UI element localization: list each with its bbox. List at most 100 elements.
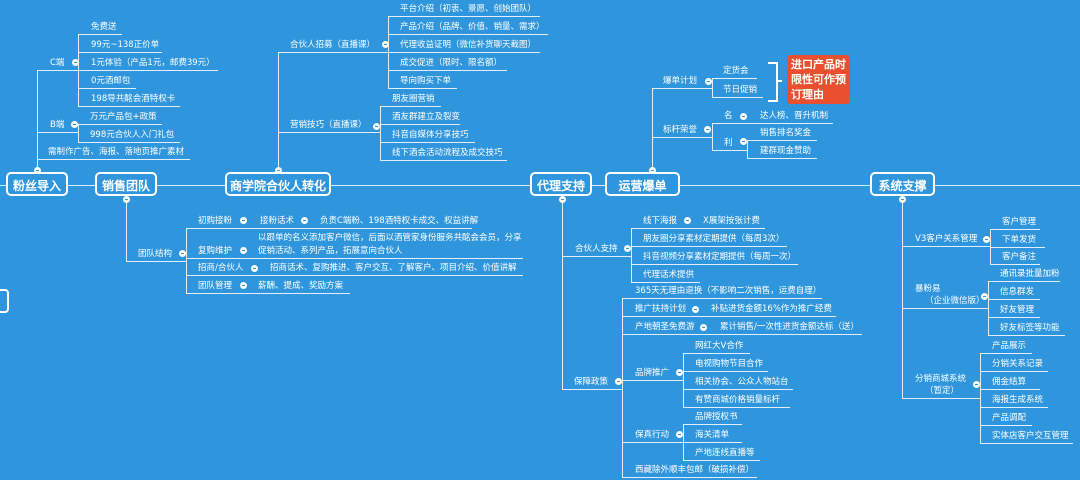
academy-marketing-items-0[interactable]: 朋友圈营销 [392,94,435,104]
collapse-toggle-icon[interactable] [250,264,258,272]
academy-marketing-items-2[interactable]: 抖音自媒体分享技巧 [392,130,469,140]
sales-team-repurchase-detail-line2[interactable]: 促销活动、系列产品，拓展意向合伙人 [258,246,403,256]
system-crm-label[interactable]: V3客户关系管理 [915,234,978,244]
collapse-toggle-icon[interactable] [614,377,622,385]
collapse-toggle-icon[interactable] [691,305,699,313]
academy-recruit-items-2[interactable]: 代理收益证明（微信补货聊天截图） [400,40,537,50]
sales-team-first-buy-label[interactable]: 初购接粉 [198,216,233,226]
collapse-toggle-icon[interactable] [372,122,380,130]
fan-import-c-end-items-3[interactable]: 0元酒邮包 [91,76,131,86]
collapse-toggle-icon[interactable] [972,380,980,388]
operations-honor-fame[interactable]: 名 [724,111,733,121]
node-agent-support[interactable]: 代理支持 [530,172,592,196]
academy-recruit-items-1[interactable]: 产品介绍（品牌、价值、销量、需求） [400,22,545,32]
operations-burst-items-1[interactable]: 节日促销 [723,85,758,95]
sales-team-management-label[interactable]: 团队管理 [198,281,233,291]
node-operations[interactable]: 运营爆单 [605,172,680,196]
agent-support-partner-support-items-2[interactable]: 代理话术提供 [643,270,695,280]
fan-import-c-end-items-0[interactable]: 免费送 [91,22,117,32]
collapse-toggle-icon[interactable] [300,216,308,224]
agent-support-guarantee-brand-items-0[interactable]: 网红大V合作 [695,341,744,351]
fan-import-c-end-items-1[interactable]: 99元~138正价单 [91,40,160,50]
system-mall-items-3[interactable]: 海报生成系统 [992,395,1044,405]
academy-marketing-label[interactable]: 营销技巧（直播课） [290,120,367,130]
system-mall-label[interactable]: 分销商城系统 [915,374,967,384]
collapse-toggle-icon[interactable] [898,195,906,203]
fan-import-b-end-label[interactable]: B端 [50,120,65,130]
fan-import-c-end-label[interactable]: C端 [50,58,65,68]
sales-team-structure-label[interactable]: 团队结构 [138,249,173,259]
sales-team-recruit-detail[interactable]: 招商话术、复购推进、客户交互、了解客户、项目介绍、价值讲解 [270,263,517,273]
collapse-toggle-icon[interactable] [274,166,282,174]
operations-honor-label[interactable]: 标杆荣誉 [663,125,698,135]
fan-import-c-end-items-2[interactable]: 1元体验（产品1元，邮费39元） [91,58,215,68]
agent-support-guarantee-authentic-items-0[interactable]: 品牌授权书 [695,412,738,422]
system-crm-items-1[interactable]: 下单发货 [1002,235,1037,245]
collapse-toggle-icon[interactable] [675,430,683,438]
node-system[interactable]: 系统支撑 [870,172,935,196]
agent-support-guarantee-pilgrimage-detail[interactable]: 累计销售/一次性进货金额达标（送） [720,322,859,332]
collapse-toggle-icon[interactable] [239,216,247,224]
node-sales-team[interactable]: 销售团队 [95,172,157,196]
agent-support-guarantee-promo-label[interactable]: 推广扶持计划 [635,304,687,314]
academy-recruit-items-3[interactable]: 成交促进（限时、限名额） [400,58,503,68]
agent-support-guarantee-brand-label[interactable]: 品牌推广 [635,368,670,378]
agent-support-partner-support-label[interactable]: 合伙人支持 [575,244,618,254]
agent-support-guarantee-shipping[interactable]: 西藏除外顺丰包邮（破损补偿） [635,465,755,475]
system-baofen-sublabel[interactable]: （企业微信版） [925,296,985,306]
operations-honor-fame-detail[interactable]: 达人榜、晋升机制 [760,111,829,121]
operations-honor-profit-items-0[interactable]: 销售排名奖金 [760,128,812,138]
fan-import-b-end-items-1[interactable]: 998元合伙人入门礼包 [90,130,175,140]
collapse-toggle-icon[interactable] [739,112,747,120]
agent-support-guarantee-authentic-label[interactable]: 保真行动 [635,430,670,440]
collapse-toggle-icon[interactable] [704,77,712,85]
operations-honor-profit-items-1[interactable]: 建群现金赞助 [760,146,812,156]
sales-team-first-buy-sub[interactable]: 接粉话术 [260,216,295,226]
agent-support-partner-support-poster[interactable]: 线下海报 [643,216,678,226]
agent-support-guarantee-label[interactable]: 保障政策 [574,377,609,387]
sales-team-management-detail[interactable]: 薪酬、提成、奖励方案 [258,281,344,291]
system-baofen-label[interactable]: 暴粉易 [915,284,941,294]
collapse-toggle-icon[interactable] [703,125,711,133]
collapse-toggle-icon[interactable] [122,195,130,203]
academy-recruit-label[interactable]: 合伙人招募（直播课） [290,40,376,50]
system-mall-items-1[interactable]: 分销关系记录 [992,359,1044,369]
sales-team-recruit-label[interactable]: 招商/合伙人 [198,263,244,273]
collapse-toggle-icon[interactable] [739,137,747,145]
agent-support-partner-support-items-1[interactable]: 抖音视频分享素材定期提供（每周一次） [643,252,797,262]
sales-team-repurchase-label[interactable]: 复购维护 [198,246,233,256]
system-baofen-items-0[interactable]: 通讯录批量加粉 [1000,269,1060,279]
system-mall-sublabel[interactable]: （暂定） [925,386,960,396]
operations-honor-profit[interactable]: 利 [724,138,733,148]
agent-support-guarantee-brand-items-1[interactable]: 电视购物节目合作 [695,359,764,369]
academy-marketing-items-3[interactable]: 线下酒会活动流程及成交技巧 [392,148,503,158]
collapse-toggle-icon[interactable] [980,292,988,300]
collapse-toggle-icon[interactable] [623,244,631,252]
fan-import-b-end-items-0[interactable]: 万元产品包+政策 [90,112,157,122]
node-academy[interactable]: 商学院合伙人转化 [225,172,331,196]
agent-support-guarantee-promo-detail[interactable]: 补贴进货金额16%作为推广经费 [711,304,832,314]
academy-recruit-items-0[interactable]: 平台介绍（初衷、景愿、创始团队） [400,4,537,14]
collapse-toggle-icon[interactable] [558,195,566,203]
agent-support-guarantee-authentic-items-1[interactable]: 海关清单 [695,430,730,440]
system-mall-items-5[interactable]: 实体店客户交互管理 [992,431,1069,441]
system-crm-items-0[interactable]: 客户管理 [1002,217,1037,227]
system-baofen-items-3[interactable]: 好友标签等功能 [1000,323,1060,333]
collapse-toggle-icon[interactable] [675,368,683,376]
system-mall-items-4[interactable]: 产品调配 [992,413,1027,423]
node-fan-import[interactable]: 粉丝导入 [6,172,68,196]
offscreen-node[interactable] [0,289,9,313]
system-mall-items-0[interactable]: 产品展示 [992,341,1027,351]
system-crm-items-2[interactable]: 客户备注 [1002,252,1037,262]
agent-support-guarantee-brand-items-3[interactable]: 有赞商城价格销量标杆 [695,395,781,405]
operations-burst-items-0[interactable]: 定货会 [723,66,749,76]
agent-support-partner-support-poster-detail[interactable]: X展架按张计费 [703,216,760,226]
operations-burst-label[interactable]: 爆单计划 [663,76,698,86]
collapse-toggle-icon[interactable] [699,323,707,331]
agent-support-guarantee-brand-items-2[interactable]: 相关协会、公众人物站台 [695,377,789,387]
collapse-toggle-icon[interactable] [178,249,186,257]
agent-support-partner-support-items-0[interactable]: 朋友圈分享素材定期提供（每周3次） [643,234,785,244]
academy-recruit-items-4[interactable]: 导向购买下单 [400,76,452,86]
system-baofen-items-2[interactable]: 好友管理 [1000,305,1035,315]
collapse-toggle-icon[interactable] [33,166,41,174]
